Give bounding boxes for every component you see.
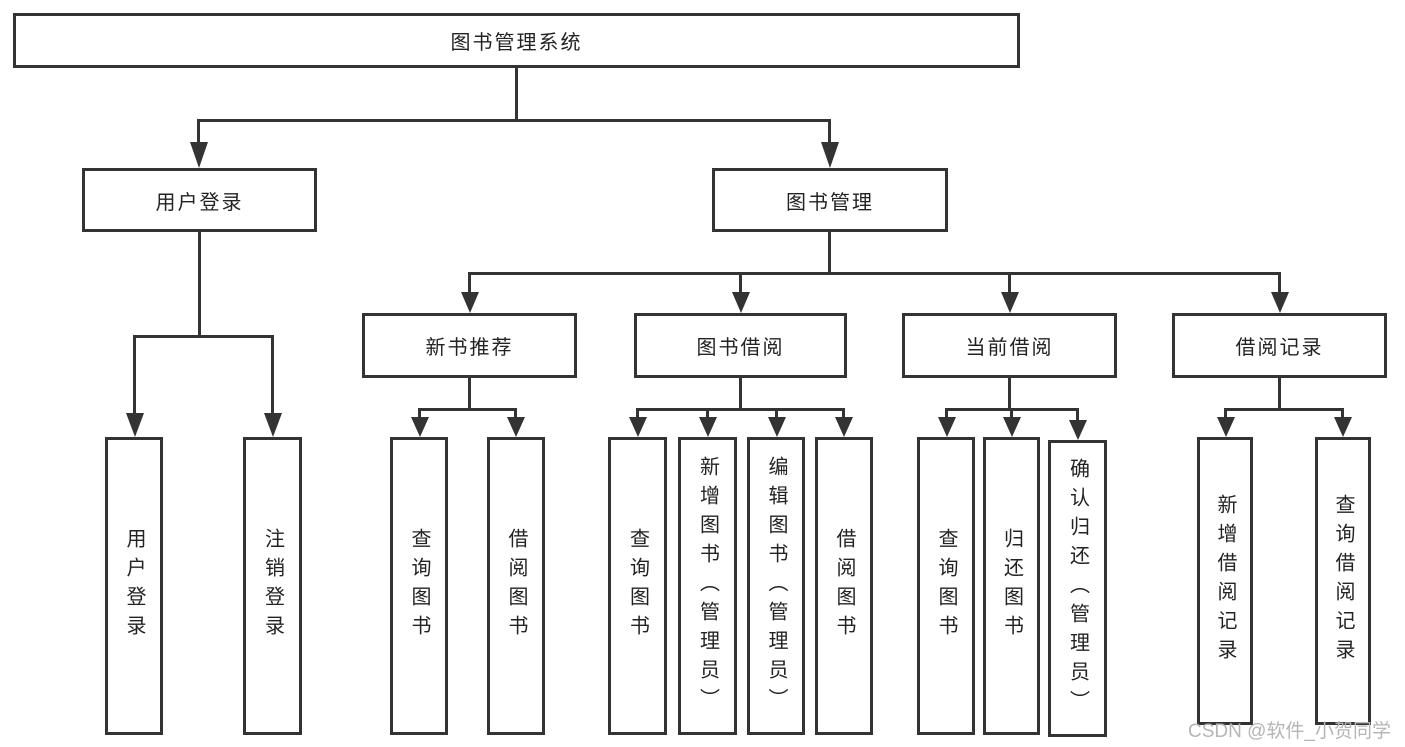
connector-line: [198, 232, 201, 335]
connector-line: [418, 408, 421, 417]
arrow-down-icon: [507, 417, 525, 437]
arrow-down-icon: [1069, 420, 1087, 440]
arrow-down-icon: [1217, 417, 1235, 437]
node-query-books-borrow: 查询图书: [608, 437, 667, 735]
connector-line: [1224, 408, 1344, 411]
connector-line: [1008, 272, 1011, 292]
connector-line: [636, 408, 845, 411]
node-book-borrow: 图书借阅: [634, 313, 847, 378]
node-logout: 注销登录: [243, 437, 302, 735]
node-borrow-records: 借阅记录: [1172, 313, 1387, 378]
connector-line: [468, 272, 1281, 275]
connector-line: [133, 335, 273, 338]
node-query-borrow-record: 查询借阅记录: [1315, 437, 1371, 725]
node-root: 图书管理系统: [13, 13, 1020, 68]
connector-line: [775, 408, 778, 417]
connector-line: [1341, 408, 1344, 417]
node-add-borrow-record: 新增借阅记录: [1197, 437, 1253, 725]
connector-line: [1278, 378, 1281, 408]
arrow-down-icon: [835, 417, 853, 437]
node-user-login: 用户登录: [105, 437, 163, 735]
connector-line: [1224, 408, 1227, 417]
arrow-down-icon: [821, 142, 839, 168]
arrow-down-icon: [126, 413, 144, 437]
connector-line: [514, 408, 517, 417]
node-return-books: 归还图书: [983, 437, 1040, 735]
node-edit-books-admin: 编辑图书（管理员）: [747, 437, 805, 735]
connector-line: [515, 68, 518, 119]
arrow-down-icon: [629, 417, 647, 437]
connector-line: [828, 119, 831, 142]
connector-line: [636, 408, 639, 417]
csdn-watermark: CSDN @软件_小贺同学: [1188, 721, 1391, 742]
arrow-down-icon: [264, 413, 282, 437]
connector-line: [197, 119, 831, 122]
arrow-down-icon: [1003, 417, 1021, 437]
arrow-down-icon: [461, 292, 479, 313]
arrow-down-icon: [411, 417, 429, 437]
connector-line: [1008, 378, 1011, 408]
arrow-down-icon: [1001, 292, 1019, 313]
connector-line: [945, 408, 948, 417]
arrow-down-icon: [699, 417, 717, 437]
connector-line: [706, 408, 709, 417]
node-new-book-recommend: 新书推荐: [362, 313, 577, 378]
arrow-down-icon: [1334, 417, 1352, 437]
node-query-books-current: 查询图书: [917, 437, 975, 735]
arrow-down-icon: [732, 292, 750, 313]
node-confirm-return-admin: 确认归还（管理员）: [1048, 440, 1107, 737]
node-query-books-recommend: 查询图书: [390, 437, 448, 735]
arrow-down-icon: [1271, 292, 1289, 313]
arrow-down-icon: [938, 417, 956, 437]
node-current-borrow: 当前借阅: [902, 313, 1117, 378]
connector-line: [1278, 272, 1281, 292]
arrow-down-icon: [190, 142, 208, 168]
connector-line: [739, 378, 742, 408]
connector-line: [1076, 408, 1079, 420]
connector-line: [1010, 408, 1013, 417]
connector-line: [468, 272, 471, 292]
arrow-down-icon: [768, 417, 786, 437]
connector-line: [197, 119, 200, 142]
connector-line: [739, 272, 742, 292]
connector-line: [133, 335, 136, 413]
connector-line: [418, 408, 517, 411]
node-borrow-books: 借阅图书: [815, 437, 873, 735]
connector-line: [468, 378, 471, 408]
connector-line: [828, 232, 831, 272]
connector-line: [271, 335, 274, 413]
node-book-management: 图书管理: [712, 168, 948, 232]
node-user-login-branch: 用户登录: [82, 168, 317, 232]
node-borrow-books-recommend: 借阅图书: [487, 437, 545, 735]
node-add-books-admin: 新增图书（管理员）: [678, 437, 737, 735]
connector-line: [842, 408, 845, 417]
